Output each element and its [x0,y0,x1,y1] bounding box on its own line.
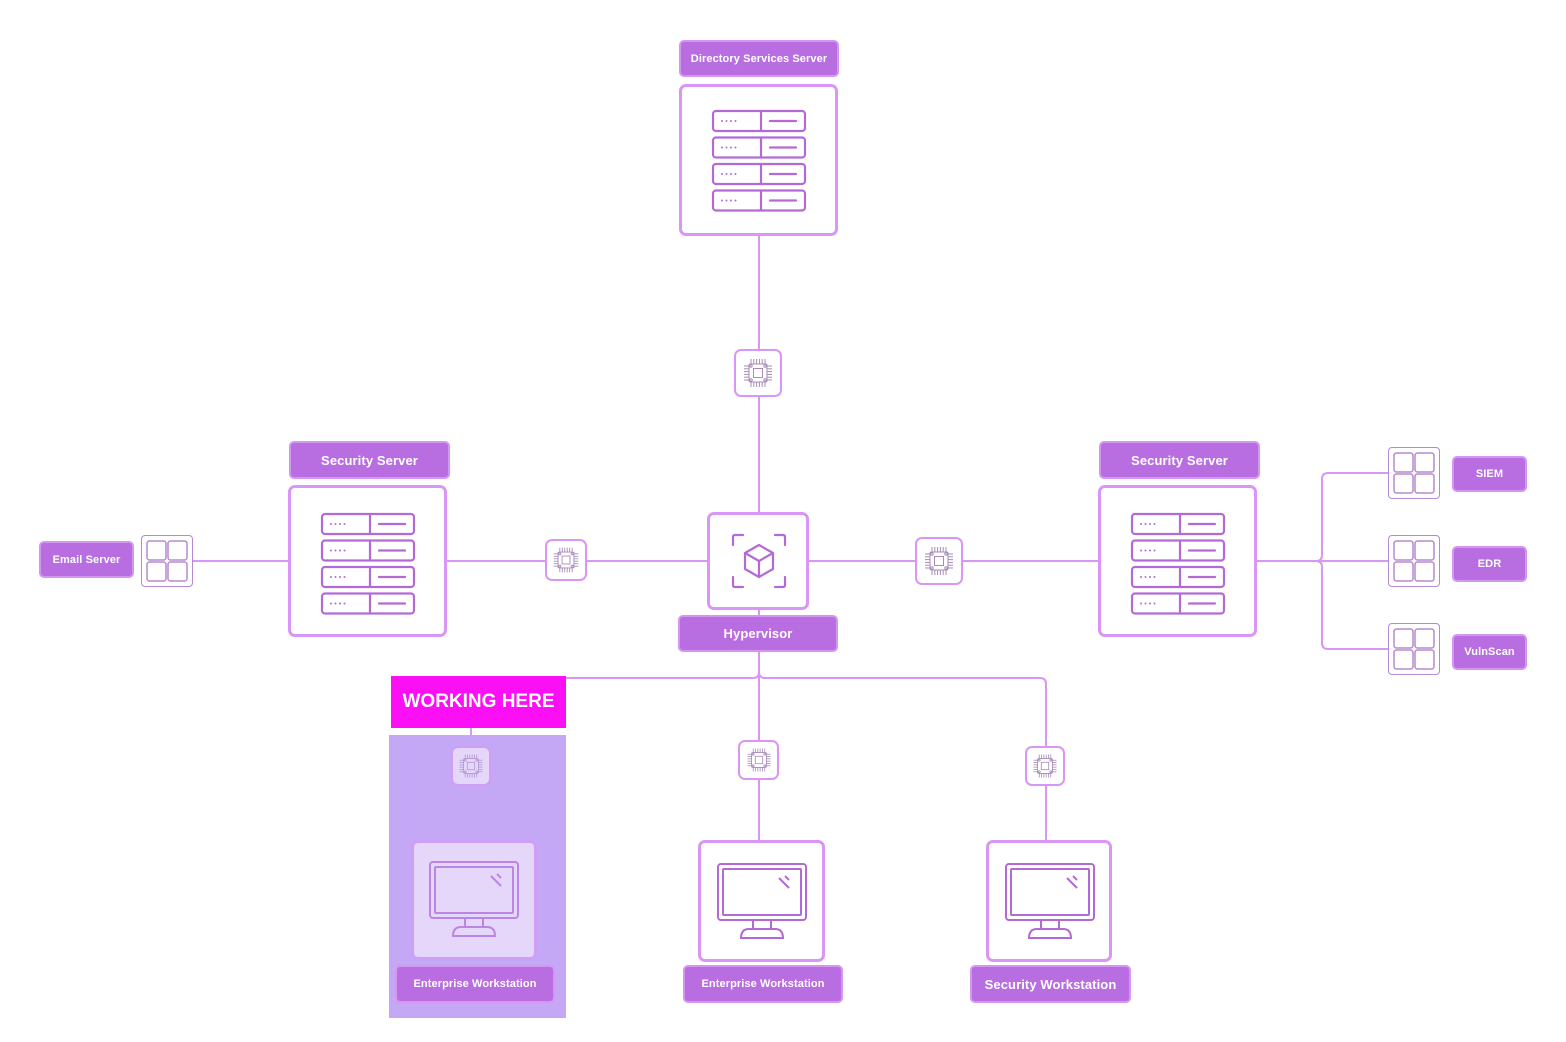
security-server-right-label[interactable]: Security Server [1099,441,1260,479]
cpu-chip-icon [553,547,579,573]
monitor-icon [1005,863,1095,939]
rack-unit [320,565,416,589]
vulnscan-node[interactable] [1388,623,1440,675]
server-rack-icon [711,109,807,212]
edge-right-server-siem [1257,472,1389,562]
rack-unit [1130,565,1226,589]
app-grid-icon [1393,628,1435,670]
cpu-chip-icon [459,754,483,778]
rack-unit [711,162,807,186]
working-here-banner: WORKING HERE [391,676,566,728]
enterprise-ws2-label[interactable]: Enterprise Workstation [683,965,843,1003]
rack-unit [320,512,416,536]
security-server-left-label[interactable]: Security Server [289,441,450,479]
edge-hypervisor-secws [758,671,1047,842]
enterprise-ws1-node[interactable] [411,840,537,960]
enterprise-ws1-label[interactable]: Enterprise Workstation [395,965,555,1003]
monitor-icon [429,861,519,937]
rack-unit [1130,512,1226,536]
security-ws-node[interactable] [986,840,1112,962]
cpu-chip-icon [744,359,772,387]
app-grid-icon [1393,540,1435,582]
rack-unit [320,539,416,562]
cpu-chip-icon [925,547,953,575]
rack-unit [320,592,416,615]
security-server-left-node[interactable] [288,485,447,637]
rack-unit [711,189,807,212]
directory-server-node[interactable] [679,84,838,236]
hypervisor-label[interactable]: Hypervisor [678,615,838,652]
email-server-node[interactable] [141,535,193,587]
email-server-label[interactable]: Email Server [39,541,134,578]
edge-right-server-vulnscan [1315,560,1389,650]
edr-node[interactable] [1388,535,1440,587]
directory-server-label[interactable]: Directory Services Server [679,40,839,77]
connector-chip-ws2[interactable] [738,740,779,780]
rack-unit [1130,592,1226,615]
hypervisor-node[interactable] [707,512,809,610]
connector-chip-secws[interactable] [1025,746,1065,786]
security-server-right-node[interactable] [1098,485,1257,637]
server-rack-icon [320,512,416,615]
enterprise-ws2-node[interactable] [698,840,825,962]
vulnscan-label[interactable]: VulnScan [1452,634,1527,670]
cpu-chip-icon [746,748,771,772]
connector-chip-left[interactable] [545,539,587,581]
edr-label[interactable]: EDR [1452,546,1527,582]
rack-unit [711,136,807,159]
rack-unit [711,109,807,133]
monitor-icon [717,863,807,939]
app-grid-icon [146,540,188,582]
cube-icon [731,533,787,589]
security-ws-label[interactable]: Security Workstation [970,965,1131,1003]
connector-chip-directory[interactable] [734,349,782,397]
connector-chip-ws1[interactable] [451,746,491,786]
rack-unit [1130,539,1226,562]
cpu-chip-icon [1033,754,1057,778]
app-grid-icon [1393,452,1435,494]
siem-node[interactable] [1388,447,1440,499]
connector-chip-right[interactable] [915,537,963,585]
server-rack-icon [1130,512,1226,615]
siem-label[interactable]: SIEM [1452,456,1527,492]
